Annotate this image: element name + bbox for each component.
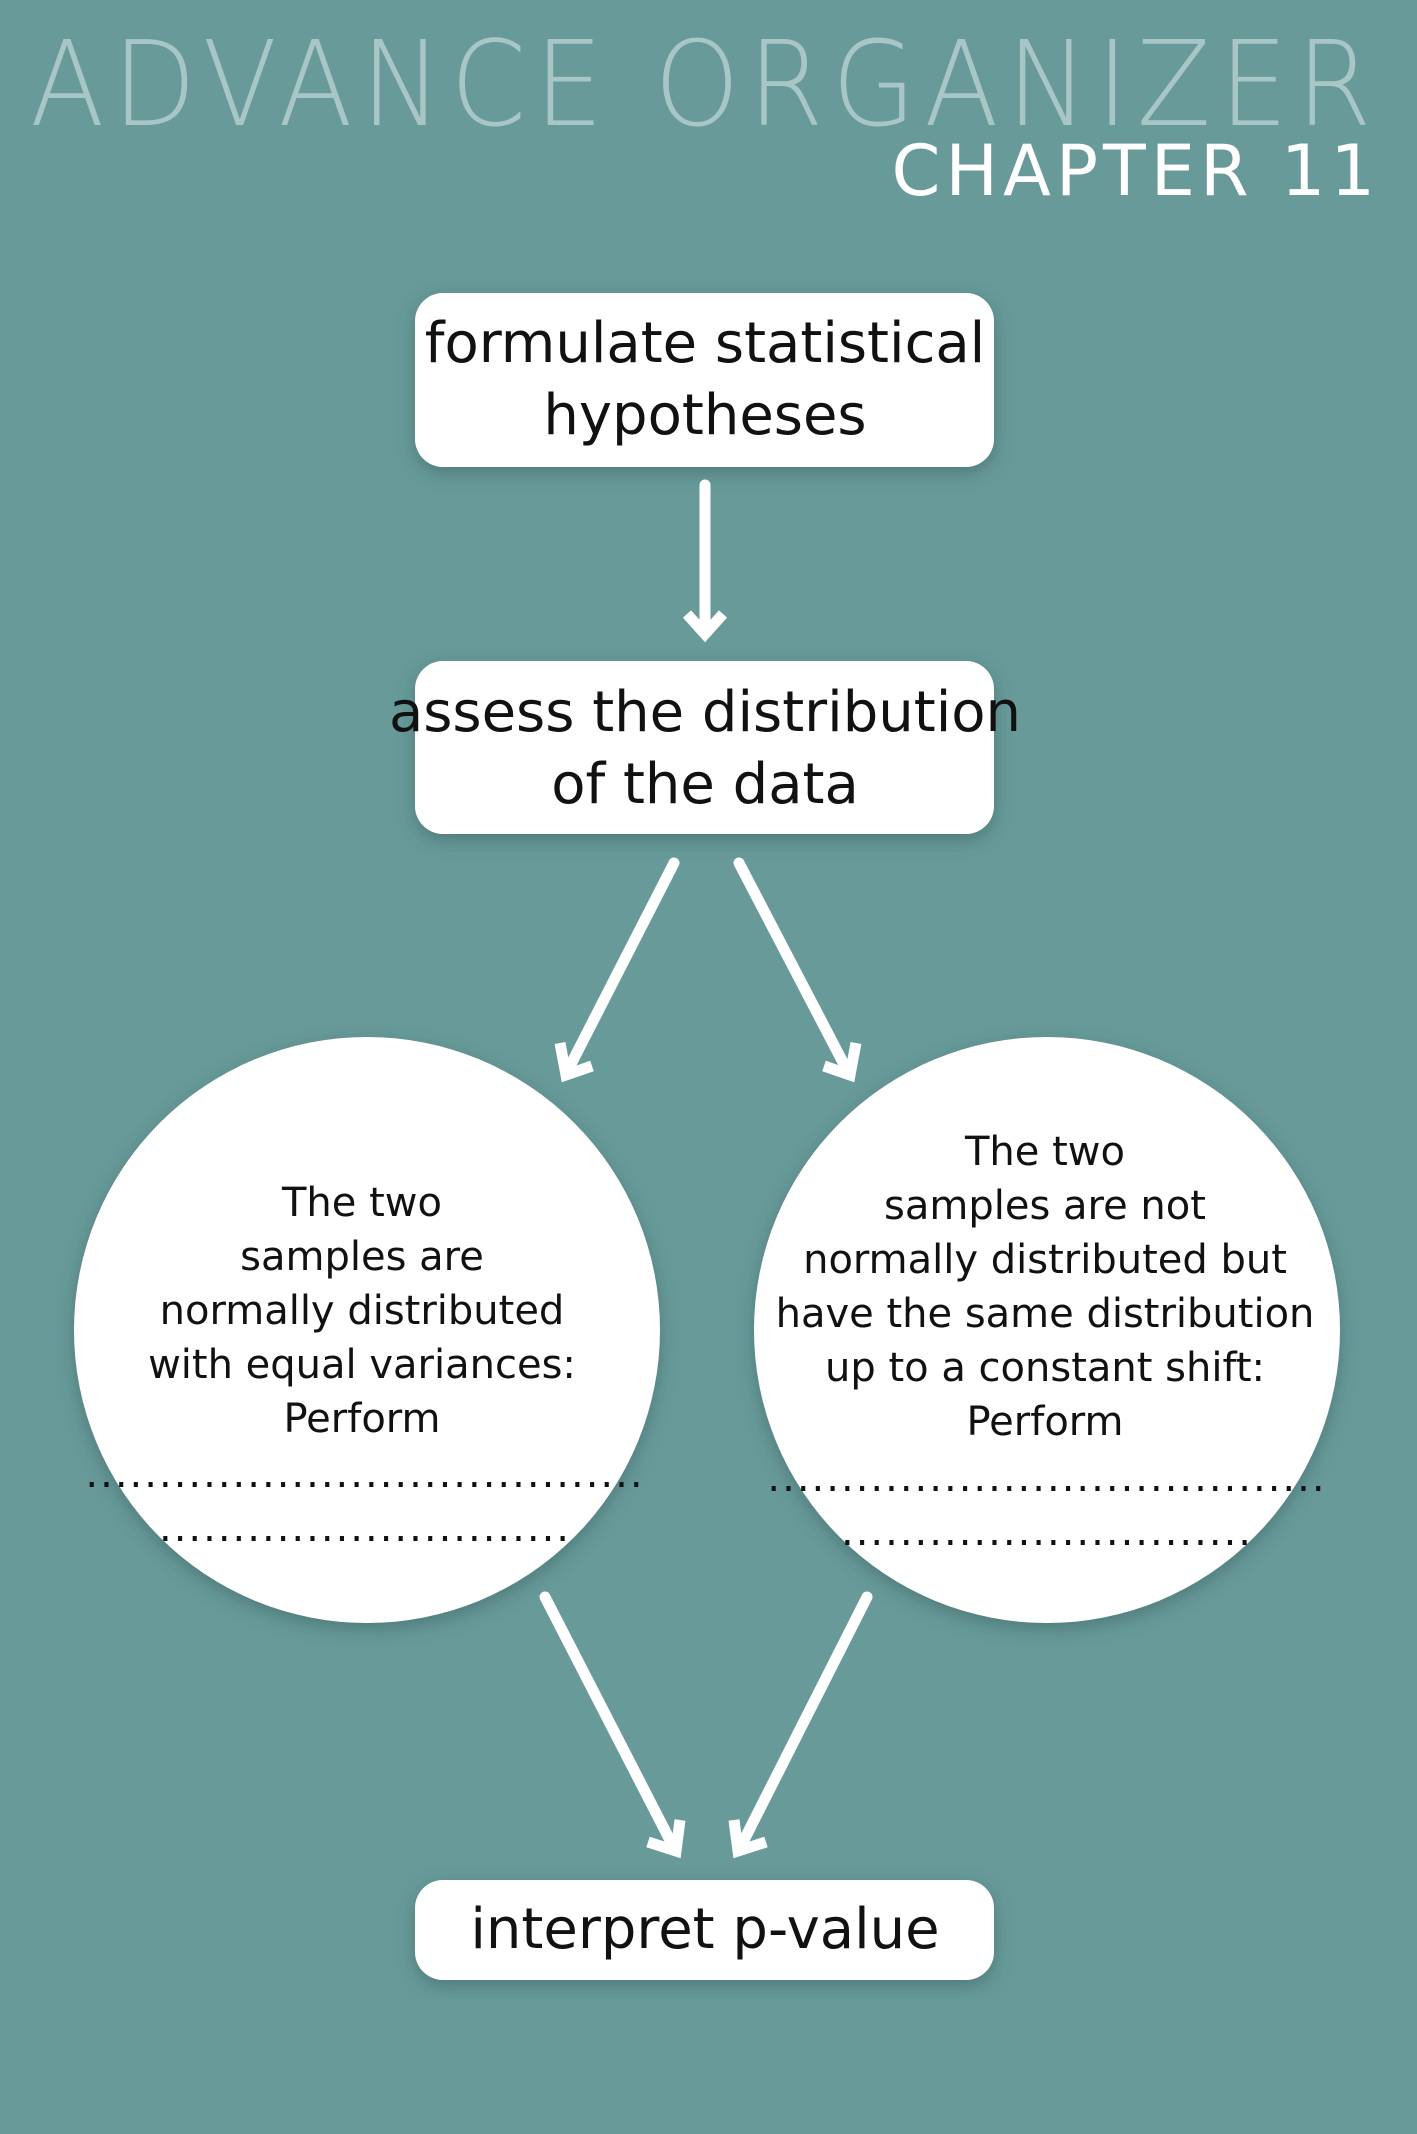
- step-assess-distribution: assess the distribution of the data: [389, 661, 1021, 834]
- step-text-line: of the data: [551, 752, 859, 817]
- step-text-line: interpret p-value: [470, 1897, 939, 1962]
- branch-text-line: normally distributed but: [803, 1237, 1287, 1283]
- branch-text-line: The two: [964, 1129, 1125, 1175]
- arrow-down: [682, 479, 728, 643]
- step-text-line: assess the distribution: [389, 680, 1021, 745]
- branch-text-line: samples are: [240, 1234, 484, 1280]
- arrow-from-left-branch: [539, 1591, 686, 1859]
- branch-normal-equal-variances: The two samples are normally distributed…: [74, 1037, 660, 1623]
- branch-text-line: The two: [281, 1180, 442, 1226]
- chapter-label: CHAPTER 11: [891, 130, 1380, 212]
- branch-text-line: Perform: [283, 1396, 440, 1442]
- fill-in-blank[interactable]: ............................: [159, 1505, 571, 1551]
- fill-in-blank[interactable]: ......................................: [85, 1451, 644, 1497]
- step-text-line: hypotheses: [543, 383, 866, 448]
- arrow-to-left-branch: [554, 857, 680, 1083]
- step-formulate-hypotheses: formulate statistical hypotheses: [415, 293, 994, 467]
- arrow-to-right-branch: [733, 857, 862, 1083]
- fill-in-blank[interactable]: ............................: [841, 1509, 1253, 1555]
- branch-text-line: normally distributed: [160, 1288, 565, 1334]
- branch-text-line: up to a constant shift:: [825, 1345, 1265, 1391]
- arrow-from-right-branch: [728, 1591, 873, 1859]
- branch-text-line: samples are not: [884, 1183, 1206, 1229]
- step-interpret-p-value: interpret p-value: [415, 1880, 994, 1980]
- branch-non-normal-shift: The two samples are not normally distrib…: [754, 1037, 1340, 1623]
- page-title: ADVANCE ORGANIZER: [30, 15, 1380, 153]
- branch-text-line: Perform: [966, 1399, 1123, 1445]
- fill-in-blank[interactable]: ......................................: [767, 1455, 1326, 1501]
- branch-text-line: have the same distribution: [776, 1291, 1315, 1337]
- step-text-line: formulate statistical: [425, 311, 985, 376]
- branch-text-line: with equal variances:: [148, 1342, 576, 1388]
